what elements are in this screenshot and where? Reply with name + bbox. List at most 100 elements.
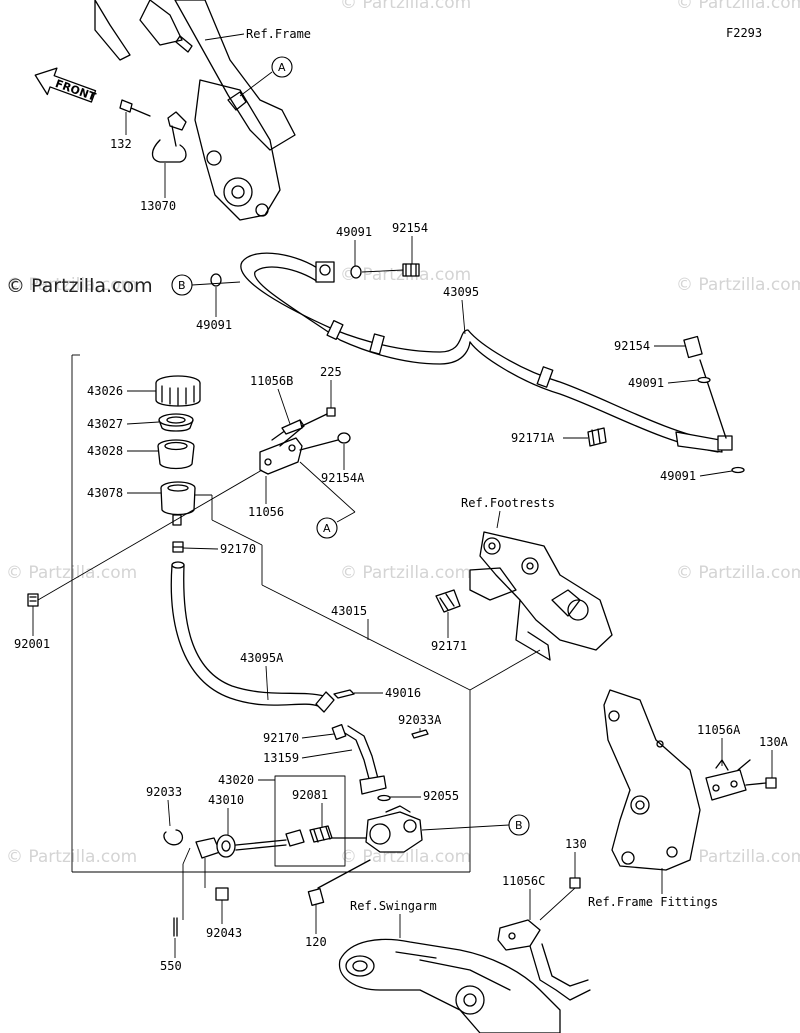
part-label: 92170 <box>263 731 299 745</box>
part-label: 92154 <box>614 339 650 353</box>
washer-92033a <box>411 729 429 739</box>
watermark-main: © Partzilla.com <box>6 275 153 297</box>
part-label: 11056A <box>697 723 741 737</box>
washer-49091 <box>350 265 362 279</box>
bolt-92001 <box>27 593 39 607</box>
part-label: 43078 <box>87 486 123 500</box>
part-label: 92033 <box>146 785 182 799</box>
ref-frame-fittings-label: Ref.Frame Fittings <box>588 895 718 909</box>
watermark: © Partzilla.com <box>6 275 137 295</box>
washer-49091 <box>210 273 222 287</box>
master-cylinder <box>329 805 423 853</box>
bracket-11056a <box>705 759 751 801</box>
part-label: 43010 <box>208 793 244 807</box>
diagram-code: F2293 <box>726 26 762 40</box>
watermark: © Partzilla.com <box>676 563 800 583</box>
part-label: 43026 <box>87 384 123 398</box>
part-label: 43020 <box>218 773 254 787</box>
part-label: 13159 <box>263 751 299 765</box>
part-label: 43028 <box>87 444 123 458</box>
bolt-92154-right <box>683 335 727 439</box>
part-label: 92171A <box>511 431 555 445</box>
box-43020: 43020 92081 <box>218 773 346 867</box>
part-label: 92171 <box>431 639 467 653</box>
part-label: 92170 <box>220 542 256 556</box>
part-label: 43015 <box>331 604 367 618</box>
watermark: © Partzilla.com <box>676 0 800 13</box>
svg-text:A: A <box>323 522 331 535</box>
washer-92055 <box>377 794 391 802</box>
bolt-130a <box>745 777 777 789</box>
callout-a: A <box>299 461 356 539</box>
front-arrow-icon: FRONT <box>34 67 98 104</box>
assembly-guide-lines <box>37 354 471 873</box>
part-label: 49016 <box>385 686 421 700</box>
part-label: 550 <box>160 959 182 973</box>
part-label: 49091 <box>660 469 696 483</box>
ref-swingarm-label: Ref.Swingarm <box>350 899 437 913</box>
bolt-132 <box>119 99 151 117</box>
part-label: 92081 <box>292 788 328 802</box>
washer-49016 <box>333 689 355 699</box>
hose-43095a <box>170 561 335 713</box>
bolt-225 <box>301 407 336 427</box>
callout-a: A <box>239 56 293 97</box>
footrest-plate <box>469 531 613 661</box>
svg-text:B: B <box>515 819 523 832</box>
clamp-13070 <box>151 111 187 163</box>
part-label: 11056 <box>248 505 284 519</box>
pushrod-43010 <box>195 834 287 859</box>
watermark: © Partzilla.com <box>340 847 471 867</box>
svg-text:A: A <box>278 61 286 74</box>
washer-49091 <box>697 376 711 384</box>
clamp-92170-top <box>172 541 184 553</box>
bolt-92154A <box>299 432 351 451</box>
part-label: 43095A <box>240 651 284 665</box>
connector-13159 <box>331 724 387 795</box>
part-label: 92043 <box>206 926 242 940</box>
circlip-92033 <box>163 829 184 846</box>
part-label: 49091 <box>336 225 372 239</box>
bolt-92154-top <box>402 263 420 277</box>
washer-49091 <box>731 466 745 474</box>
part-label: 130A <box>759 735 789 749</box>
part-label: 92001 <box>14 637 50 651</box>
part-label: 92055 <box>423 789 459 803</box>
part-label: 92154 <box>392 221 428 235</box>
part-label: 92154A <box>321 471 365 485</box>
part-label: 120 <box>305 935 327 949</box>
hose-43095 <box>240 252 733 453</box>
part-label: 132 <box>110 137 132 151</box>
bracket-11056 <box>259 419 305 475</box>
watermark: © Partzilla.com <box>340 563 471 583</box>
reservoir-parts <box>155 375 201 526</box>
part-label: 49091 <box>628 376 664 390</box>
frame-bracket <box>94 0 296 221</box>
part-label: 13070 <box>140 199 176 213</box>
pin-92043 <box>215 887 229 924</box>
bolt-130 <box>539 877 581 921</box>
ref-footrests-label: Ref.Footrests <box>461 496 555 510</box>
ref-frame-label: Ref.Frame <box>246 27 311 41</box>
part-label: 11056C <box>502 874 545 888</box>
callout-b: B <box>171 274 241 296</box>
part-label: 130 <box>565 837 587 851</box>
svg-text:B: B <box>178 279 186 292</box>
cotter-pin-550 <box>173 917 178 937</box>
part-label: 43027 <box>87 417 123 431</box>
watermark: © Partzilla.com <box>676 275 800 295</box>
clip-92171 <box>435 589 461 613</box>
part-label: 49091 <box>196 318 232 332</box>
frame-fitting-bracket <box>603 689 701 871</box>
callout-b: B <box>421 814 530 836</box>
watermark: © Partzilla.com <box>340 0 471 13</box>
bolt-120 <box>307 859 371 906</box>
watermark: © Partzilla.com <box>676 847 800 867</box>
part-label: 43095 <box>443 285 479 299</box>
swingarm <box>338 938 561 1033</box>
bracket-11056c <box>497 919 591 1001</box>
front-label: FRONT <box>53 77 97 104</box>
part-label: 11056B <box>250 374 293 388</box>
